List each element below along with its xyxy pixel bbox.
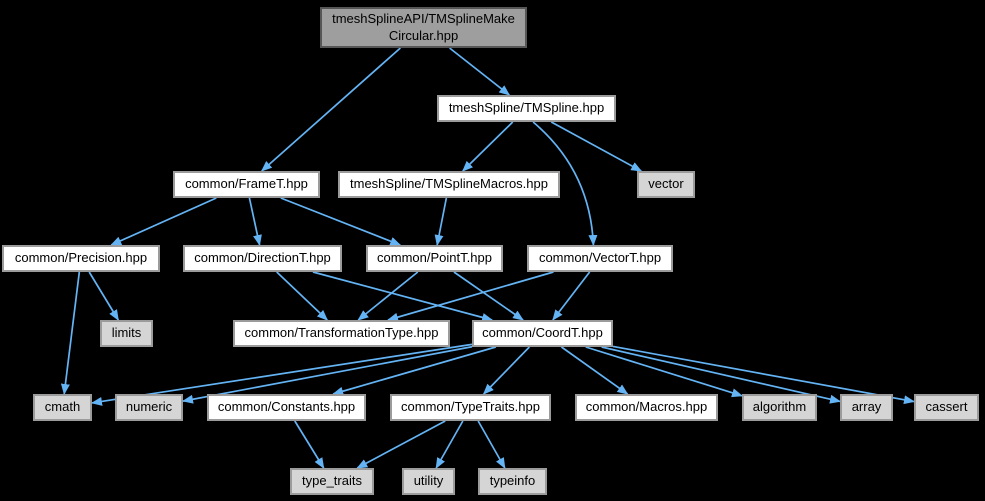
- edge-typetraits-to-utility: [435, 420, 464, 469]
- node-cassert: cassert: [914, 394, 979, 421]
- node-cmath: cmath: [33, 394, 92, 421]
- edge-root-to-tmspline: [449, 47, 511, 96]
- edge-tmspline-to-vector: [550, 121, 643, 172]
- edge-vectort-to-coord: [552, 271, 591, 321]
- node-frame[interactable]: common/FrameT.hpp: [173, 171, 320, 198]
- edge-typetraits-to-typeinfo: [477, 420, 506, 469]
- node-precision[interactable]: common/Precision.hpp: [2, 245, 160, 272]
- node-tmspline[interactable]: tmeshSpline/TMSpline.hpp: [437, 95, 616, 122]
- edge-coord-to-array: [601, 346, 841, 404]
- edge-frame-to-direction: [248, 197, 262, 246]
- edge-coord-to-constants: [332, 346, 497, 396]
- node-array: array: [840, 394, 893, 421]
- node-transform[interactable]: common/TransformationType.hpp: [233, 320, 450, 347]
- edge-coord-to-macros2: [560, 346, 629, 395]
- node-macros2[interactable]: common/Macros.hpp: [575, 394, 718, 421]
- edge-macros-to-point: [434, 197, 448, 246]
- edge-precision-to-cmath: [60, 271, 81, 395]
- edge-coord-to-cmath: [91, 343, 473, 406]
- edge-coord-to-algorithm: [585, 346, 743, 398]
- node-typeinfo: typeinfo: [478, 468, 547, 495]
- node-coord[interactable]: common/CoordT.hpp: [472, 320, 613, 347]
- node-constants[interactable]: common/Constants.hpp: [207, 394, 366, 421]
- edge-direction-to-coord: [312, 271, 494, 322]
- edge-vectort-to-transform: [387, 271, 554, 322]
- node-macros[interactable]: tmeshSpline/TMSplineMacros.hpp: [338, 171, 560, 198]
- node-vector: vector: [637, 171, 695, 198]
- node-root: tmeshSplineAPI/TMSplineMake Circular.hpp: [320, 7, 527, 48]
- node-numeric: numeric: [115, 394, 183, 421]
- edge-constants-to-type_traits: [294, 420, 325, 469]
- edge-coord-to-typetraits: [482, 346, 530, 395]
- edge-tmspline-to-vectort: [532, 121, 598, 246]
- edge-precision-to-limits: [88, 271, 120, 321]
- edge-direction-to-transform: [276, 271, 329, 321]
- node-type_traits: type_traits: [290, 468, 374, 495]
- edge-frame-to-point: [280, 197, 402, 246]
- edge-point-to-transform: [357, 271, 419, 321]
- edge-frame-to-precision: [110, 197, 217, 246]
- node-limits: limits: [100, 320, 153, 347]
- edge-typetraits-to-type_traits: [356, 420, 446, 469]
- edge-root-to-frame: [260, 47, 401, 172]
- edge-coord-to-numeric: [182, 345, 473, 404]
- edge-coord-to-cassert: [612, 345, 915, 405]
- node-point[interactable]: common/PointT.hpp: [366, 245, 503, 272]
- node-vectort[interactable]: common/VectorT.hpp: [527, 245, 673, 272]
- edge-point-to-coord: [453, 271, 524, 321]
- node-algorithm: algorithm: [742, 394, 817, 421]
- edge-tmspline-to-macros: [462, 121, 514, 172]
- node-utility: utility: [402, 468, 455, 495]
- node-direction[interactable]: common/DirectionT.hpp: [183, 245, 342, 272]
- node-typetraits[interactable]: common/TypeTraits.hpp: [390, 394, 551, 421]
